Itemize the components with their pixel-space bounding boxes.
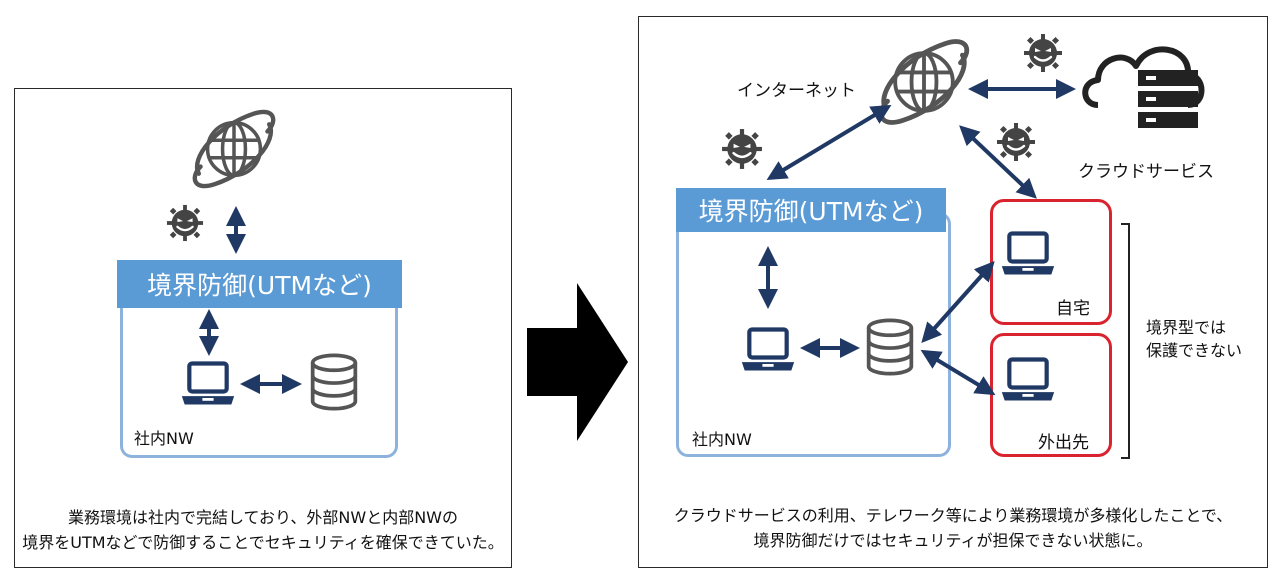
right-boundary-label: 境界防御(UTMなど) — [698, 197, 924, 226]
left-network-label: 社内NW — [134, 429, 194, 448]
globe-icon — [195, 112, 273, 186]
laptop-icon — [1002, 359, 1054, 400]
bracket — [1121, 223, 1130, 459]
internet-home-arrow — [959, 125, 1037, 199]
side-note: 境界型では 保護できない — [1146, 316, 1242, 362]
right-network-label: 社内NW — [692, 430, 752, 449]
database-icon — [310, 353, 358, 411]
left-caption: 業務環境は社内で完結しており、外部NWと内部NWの 境界をUTMなどで防御するこ… — [14, 505, 512, 555]
left-boundary-banner: 境界防御(UTMなど) — [117, 260, 402, 308]
left-caption-line: 境界をUTMなどで防御することでセキュリティを確保できていた。 — [22, 533, 504, 552]
cloud-server-icon — [1082, 46, 1205, 128]
left-caption-line: 業務環境は社内で完結しており、外部NWと内部NWの — [68, 508, 458, 527]
right-caption: クラウドサービスの利用、テレワーク等により業務環境が多様化したことで、 境界防御… — [638, 503, 1268, 553]
virus-face-icon — [1023, 33, 1063, 73]
internet-label: インターネット — [737, 81, 856, 101]
cloud-service-label: クラウドサービス — [1078, 162, 1214, 182]
laptop-icon — [742, 329, 794, 370]
right-caption-line: クラウドサービスの利用、テレワーク等により業務環境が多様化したことで、 — [673, 506, 1233, 525]
virus-face-icon — [996, 122, 1036, 162]
laptop-icon — [182, 363, 234, 404]
right-caption-line: 境界防御だけではセキュリティが担保できない状態に。 — [753, 531, 1153, 550]
database-home-arrow — [921, 261, 995, 343]
big-right-arrow-icon — [527, 283, 628, 441]
left-boundary-label: 境界防御(UTMなど) — [147, 271, 372, 300]
virus-face-icon — [166, 204, 204, 242]
side-note-line: 境界型では — [1146, 318, 1227, 337]
virus-face-icon — [721, 128, 763, 170]
globe-icon — [881, 42, 967, 123]
database-outside-arrow — [920, 349, 996, 396]
home-label: 自宅 — [1056, 299, 1090, 319]
right-boundary-banner: 境界防御(UTMなど) — [676, 188, 946, 232]
outside-label: 外出先 — [1038, 433, 1089, 453]
database-icon — [866, 318, 914, 376]
side-note-line: 保護できない — [1146, 341, 1243, 360]
laptop-icon — [1002, 233, 1054, 274]
internet-boundary-arrow — [766, 104, 892, 181]
